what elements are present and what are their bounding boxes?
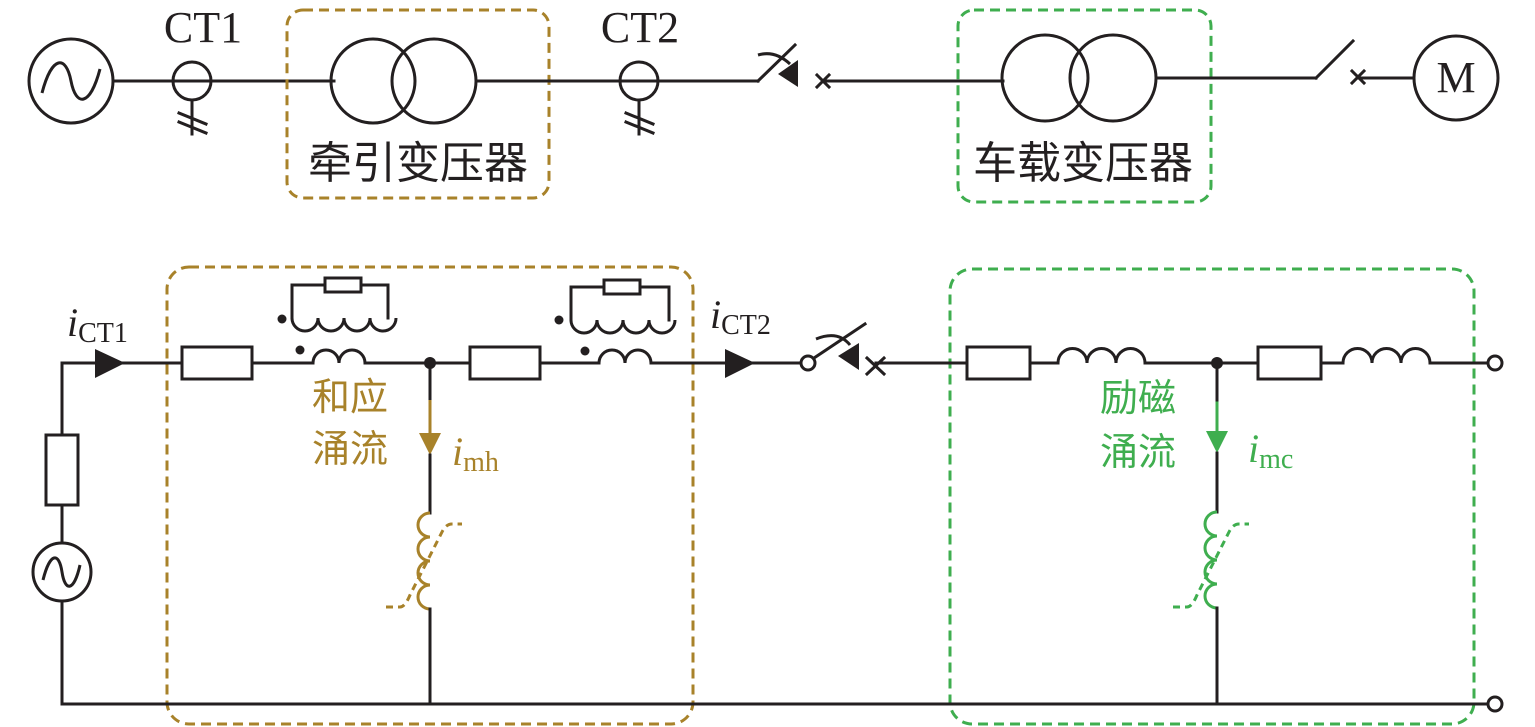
ac-source-icon [31, 541, 93, 603]
onboard-secondary-resistor-icon [1256, 345, 1323, 381]
source-resistor-icon [44, 433, 80, 507]
polarity-dot-icon [580, 346, 590, 356]
coupled-winding-icon [277, 276, 398, 333]
i-ct2-label: iCT2 [710, 292, 771, 341]
circuit-breaker-icon [755, 42, 832, 90]
circuit-breaker-icon [799, 321, 887, 377]
magnetizing-inrush-label-line2: 涌流 [1100, 430, 1176, 474]
ct1-label: CT1 [164, 3, 242, 52]
traction-transformer-boundary [285, 8, 551, 200]
onboard-primary-inductor-icon [1056, 347, 1147, 364]
single-line-diagram: CT1 牵引变压器 CT2 [27, 3, 1500, 204]
sympathetic-inrush-label-line2: 涌流 [312, 427, 388, 471]
ct1-current-transformer-icon [171, 60, 213, 136]
nonlinear-inductor-icon [386, 511, 462, 611]
i-ct2-arrow-icon [725, 349, 755, 378]
polarity-dot-icon [295, 345, 305, 355]
equivalent-circuit: iCT1 和应 涌流 imh [31, 265, 1504, 726]
secondary-resistor-icon [468, 345, 542, 381]
motor-label: M [1436, 53, 1475, 102]
motor-icon [1412, 34, 1500, 122]
onboard-transformer-label: 车载变压器 [973, 138, 1193, 189]
i-mc-label: imc [1248, 426, 1293, 475]
i-ct1-label: iCT1 [67, 300, 128, 349]
traction-transformer-label: 牵引变压器 [308, 138, 528, 189]
traction-transformer-model-boundary [165, 265, 695, 726]
onboard-transformer-icon [1000, 33, 1158, 123]
onboard-transformer-boundary [956, 8, 1213, 204]
ac-source-icon [27, 37, 115, 125]
onboard-secondary-inductor-icon [1341, 347, 1432, 364]
primary-resistor-icon [180, 345, 254, 381]
ct2-current-transformer-icon [618, 60, 660, 136]
ct2-label: CT2 [601, 3, 679, 52]
secondary-inductor-icon [597, 348, 653, 364]
terminal-icon [1486, 695, 1504, 713]
onboard-primary-resistor-icon [965, 345, 1032, 381]
traction-transformer-icon [329, 37, 478, 125]
sympathetic-inrush-label-line1: 和应 [312, 375, 388, 419]
primary-inductor-icon [311, 348, 367, 364]
nonlinear-inductor-icon [1173, 510, 1249, 610]
i-mh-label: imh [452, 429, 499, 478]
i-mc-arrow-icon [1206, 431, 1228, 453]
coupled-winding-icon [554, 278, 677, 335]
magnetizing-inrush-label-line1: 励磁 [1100, 376, 1176, 420]
onboard-transformer-model-boundary [948, 267, 1476, 726]
i-ct1-arrow-icon [95, 349, 125, 378]
i-mh-arrow-icon [419, 433, 441, 455]
terminal-icon [1486, 354, 1504, 372]
